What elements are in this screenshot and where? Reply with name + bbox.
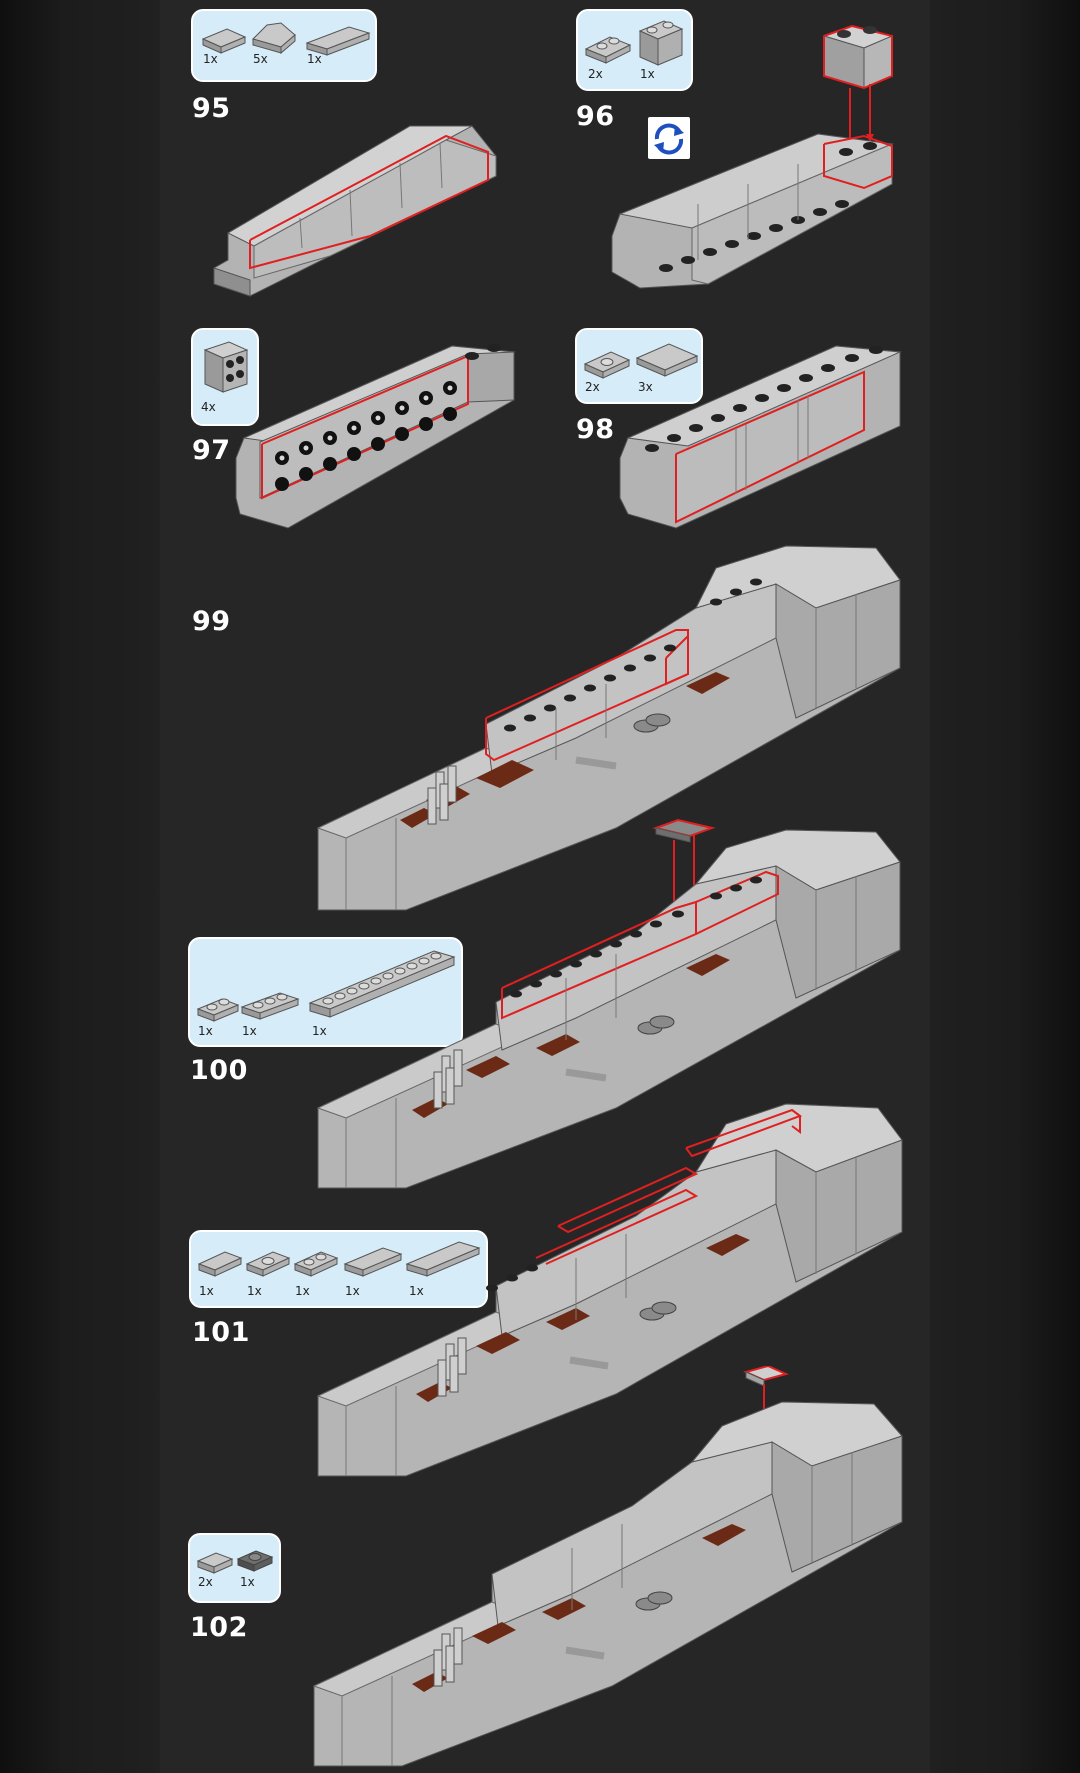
part-qty: 2x (585, 380, 600, 394)
part-tile-1x2 (197, 1251, 243, 1277)
part-plate-1x2 (196, 998, 240, 1022)
part-qty: 2x (588, 67, 603, 81)
part-plate-2stud (584, 36, 632, 64)
parts-box-step-96: 2x 1x (576, 9, 693, 91)
part-tile-1x3 (343, 1247, 403, 1277)
part-qty: 1x (640, 67, 655, 81)
part-qty: 1x (409, 1284, 424, 1298)
parts-box-step-97: 4x (191, 328, 259, 426)
model-step-97 (235, 344, 516, 529)
part-qty: 3x (638, 380, 653, 394)
model-step-98 (619, 345, 902, 529)
part-slope (252, 22, 296, 55)
model-step-95 (213, 125, 497, 297)
step-number: 102 (190, 1612, 248, 1643)
rotate-icon (648, 117, 690, 159)
part-tile-1x1 (196, 1552, 234, 1574)
part-tile-2x2 (635, 343, 699, 377)
part-plate-2stud (293, 1251, 339, 1277)
step-number: 100 (190, 1055, 248, 1086)
part-plate-long (305, 26, 371, 56)
part-qty: 1x (203, 52, 218, 66)
part-qty: 1x (247, 1284, 262, 1298)
model-step-101 (316, 1103, 903, 1477)
parts-box-step-100: 1x 1x 1x (188, 937, 463, 1047)
part-qty: 1x (199, 1284, 214, 1298)
parts-box-step-98: 2x 3x (575, 328, 703, 404)
part-plate-1x3 (240, 992, 300, 1020)
part-qty: 1x (312, 1024, 327, 1038)
parts-box-step-101: 1x 1x 1x 1x 1x (189, 1230, 488, 1308)
part-qty: 5x (253, 52, 268, 66)
part-plate-jumper (583, 351, 631, 379)
part-jumper (245, 1251, 291, 1277)
parts-box-step-95: 1x 5x 1x (191, 9, 377, 82)
step-number: 101 (192, 1317, 250, 1348)
part-qty: 1x (345, 1284, 360, 1298)
part-plate-1x1-dark (236, 1550, 274, 1572)
part-qty: 1x (242, 1024, 257, 1038)
part-qty: 1x (307, 52, 322, 66)
part-qty: 1x (240, 1575, 255, 1589)
part-brick-2x2 (638, 20, 684, 66)
part-plate-flat (201, 28, 247, 54)
part-tile-1x4 (405, 1241, 481, 1277)
part-qty: 2x (198, 1575, 213, 1589)
part-plate-1x10 (308, 950, 456, 1018)
model-step-102 (312, 1366, 903, 1767)
model-step-100 (316, 818, 901, 1189)
part-qty: 1x (198, 1024, 213, 1038)
step-number: 95 (192, 93, 231, 124)
step-number: 96 (576, 101, 615, 132)
part-qty: 1x (295, 1284, 310, 1298)
part-qty: 4x (201, 400, 216, 414)
step-number: 97 (192, 435, 231, 466)
step-number: 98 (576, 414, 615, 445)
model-step-96 (611, 24, 894, 289)
parts-box-step-102: 2x 1x (188, 1533, 281, 1603)
step-number: 99 (192, 606, 231, 637)
part-brick-4stud (203, 341, 249, 393)
model-step-99 (316, 545, 901, 911)
